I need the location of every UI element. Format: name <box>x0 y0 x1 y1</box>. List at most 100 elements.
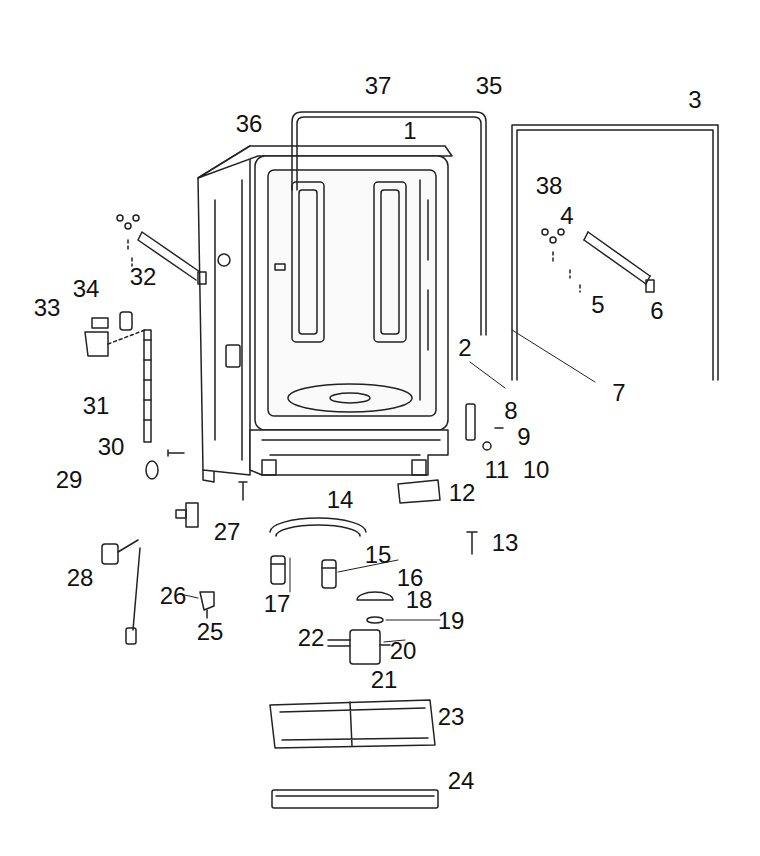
callout-number: 33 <box>34 296 61 320</box>
hose-ring <box>276 525 360 536</box>
hinge-parts <box>85 312 145 356</box>
callout-number: 2 <box>458 336 471 360</box>
right-rail <box>558 229 564 235</box>
right-rail <box>542 229 654 292</box>
hinge-parts <box>120 312 132 330</box>
callout-number: 30 <box>98 435 125 459</box>
valve-assembly <box>328 592 393 664</box>
toe-kick-panel <box>272 790 438 808</box>
left-rail <box>133 215 139 221</box>
callout-number: 38 <box>536 174 563 198</box>
toe-kick-panel <box>272 790 438 808</box>
callout-number: 28 <box>67 566 94 590</box>
hose-ring <box>270 518 366 536</box>
sensor-rod <box>118 540 140 630</box>
right-rail <box>584 232 650 284</box>
cylinders <box>322 567 336 569</box>
tub-base <box>203 470 214 482</box>
tub-body <box>330 393 370 403</box>
callout-number: 32 <box>130 265 157 289</box>
toe-kick-bracket <box>270 700 435 748</box>
tub-body <box>374 182 406 342</box>
valve-assembly <box>328 640 350 646</box>
clip-part <box>200 592 214 618</box>
hinge-parts <box>108 330 145 344</box>
tub-base <box>250 430 448 475</box>
tub-body <box>198 146 250 475</box>
callout-number: 11 <box>485 458 510 482</box>
leader-lines <box>180 330 595 642</box>
callout-number: 27 <box>214 520 241 544</box>
callout-number: 7 <box>612 381 625 405</box>
side-strip <box>144 330 184 479</box>
right-rail <box>542 229 548 235</box>
door-gasket <box>292 112 486 335</box>
right-rail <box>553 252 580 292</box>
side-strip <box>146 461 158 479</box>
left-rail <box>198 272 206 284</box>
callout-number: 23 <box>438 705 465 729</box>
callout-number: 29 <box>56 468 83 492</box>
leader-lines <box>512 330 595 382</box>
callout-number: 37 <box>365 74 392 98</box>
callout-number: 34 <box>73 277 100 301</box>
leader-lines <box>290 558 291 592</box>
callout-number: 36 <box>236 112 263 136</box>
tub-body <box>215 180 242 460</box>
tub-body <box>275 264 285 270</box>
tub-body <box>268 170 436 416</box>
callout-number: 9 <box>517 425 530 449</box>
hinge-parts <box>85 332 108 356</box>
hinge-parts <box>92 318 108 328</box>
side-strip <box>144 330 151 442</box>
door-gasket <box>297 117 481 335</box>
cylinders <box>271 556 285 584</box>
callout-number: 21 <box>371 668 398 692</box>
callout-number: 17 <box>264 592 291 616</box>
cylinders <box>271 556 336 588</box>
callout-number: 31 <box>83 394 110 418</box>
tub-base <box>262 440 440 455</box>
toe-kick-bracket <box>270 700 435 748</box>
callout-number: 6 <box>650 299 663 323</box>
callout-number: 15 <box>365 543 392 567</box>
left-rail <box>117 215 123 221</box>
clip-part <box>206 610 208 618</box>
callout-number: 13 <box>492 531 519 555</box>
tub-body <box>420 180 428 400</box>
valve-assembly <box>380 644 390 646</box>
callout-number: 35 <box>476 74 503 98</box>
callout-number: 10 <box>523 458 550 482</box>
callout-number: 18 <box>406 588 433 612</box>
callout-number: 5 <box>591 293 604 317</box>
bracket <box>176 510 186 518</box>
callout-number: 12 <box>449 481 476 505</box>
callout-number: 16 <box>397 566 424 590</box>
base-pad <box>467 532 477 554</box>
callout-number: 25 <box>197 620 224 644</box>
tub-body <box>288 384 412 412</box>
callout-number: 22 <box>298 626 325 650</box>
cylinders <box>322 560 336 588</box>
bracket <box>239 482 247 500</box>
callout-number: 3 <box>688 88 701 112</box>
right-bracket <box>483 442 491 450</box>
leader-lines <box>470 362 505 388</box>
right-bracket <box>466 404 475 440</box>
tub-body <box>381 190 399 334</box>
tub-body <box>198 146 452 475</box>
callout-number: 19 <box>438 609 465 633</box>
cylinders <box>271 563 285 565</box>
callout-number: 8 <box>504 399 517 423</box>
valve-assembly <box>350 630 380 664</box>
sensor-rod <box>126 628 136 644</box>
callout-number: 26 <box>160 584 187 608</box>
tub-base <box>412 460 426 475</box>
tub-body <box>218 254 230 266</box>
sensor-rod <box>102 540 140 644</box>
door-seal-frame <box>512 125 718 380</box>
valve-assembly <box>367 617 383 623</box>
right-rail <box>550 237 556 243</box>
